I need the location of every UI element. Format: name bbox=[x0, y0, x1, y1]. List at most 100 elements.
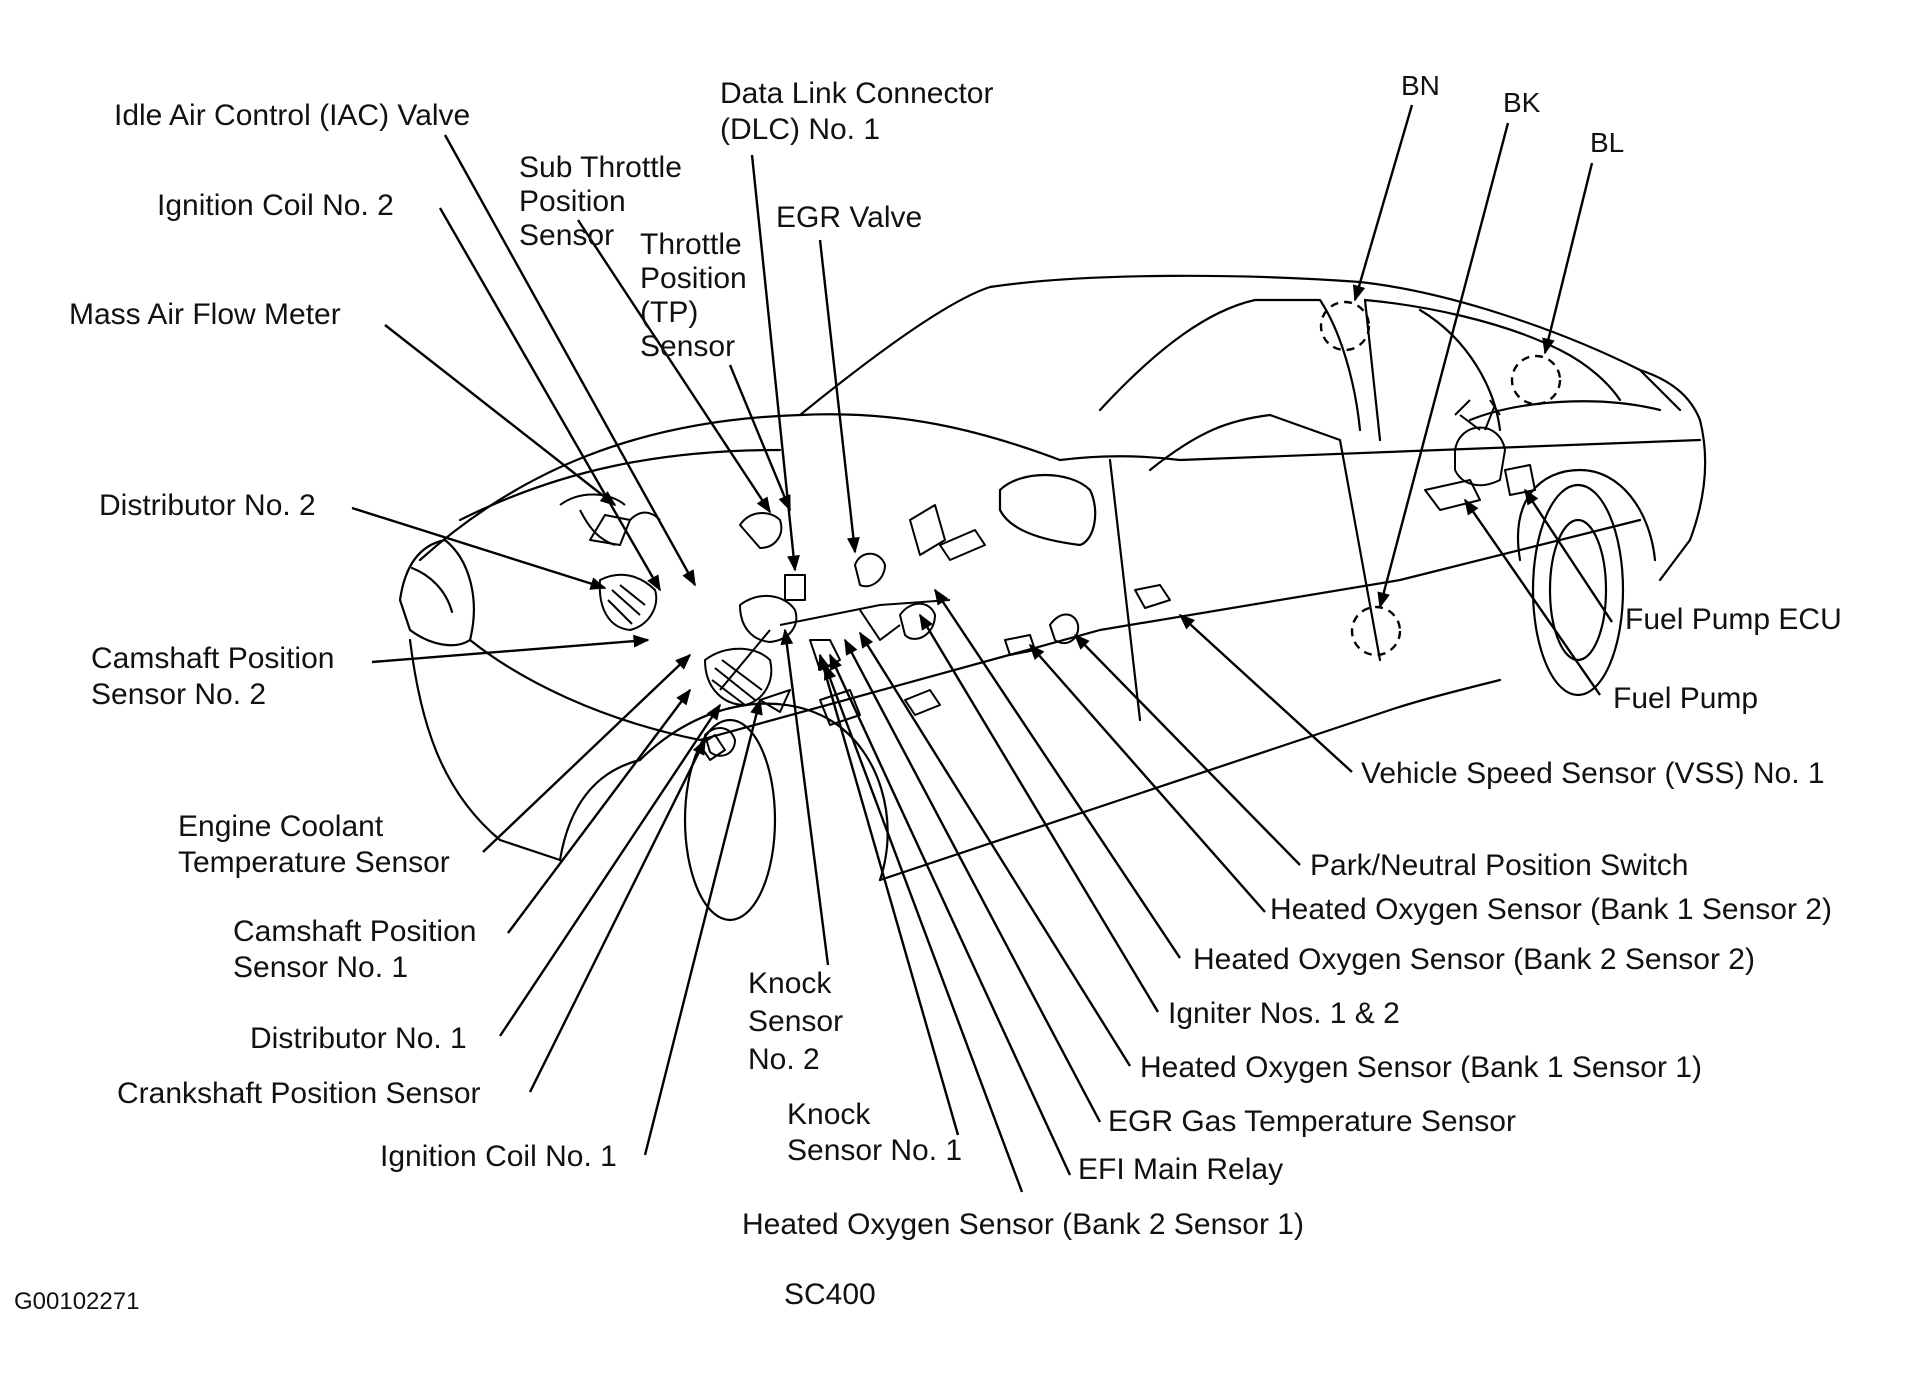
leader-line-iac bbox=[443, 134, 697, 587]
connector-label-bl: BL bbox=[1590, 127, 1625, 158]
leader-line-knock2 bbox=[780, 628, 830, 966]
leader-line-bk bbox=[1377, 122, 1510, 609]
leader-lines bbox=[351, 104, 1614, 1193]
label-line: Distributor No. 1 bbox=[250, 1022, 467, 1055]
label-distributor-2: Distributor No. 2 bbox=[99, 488, 316, 524]
label-line: EGR Gas Temperature Sensor bbox=[1108, 1105, 1516, 1138]
label-throttle-position-sensor: Throttle Position (TP) Sensor bbox=[640, 228, 747, 364]
connector-label-bk: BK bbox=[1503, 87, 1541, 118]
leader-line-egr bbox=[818, 239, 860, 554]
leader-line-maf bbox=[384, 324, 617, 506]
label-camshaft-sensor-2: Camshaft Position Sensor No. 2 bbox=[91, 641, 334, 713]
label-line: Sensor No. 1 bbox=[233, 951, 409, 984]
label-line: Throttle bbox=[640, 228, 742, 261]
leader-line-cam2 bbox=[371, 634, 650, 664]
leader-line-dist1 bbox=[499, 703, 721, 1037]
label-line: (DLC) No. 1 bbox=[720, 113, 881, 146]
label-line: No. 2 bbox=[748, 1043, 820, 1076]
label-line: Data Link Connector bbox=[720, 77, 994, 110]
leader-line-dist2 bbox=[351, 506, 607, 590]
label-engine-coolant-sensor: Engine Coolant Temperature Sensor bbox=[178, 809, 450, 881]
label-egr-gas-temp-sensor: EGR Gas Temperature Sensor bbox=[1108, 1104, 1516, 1140]
label-igniter: Igniter Nos. 1 & 2 bbox=[1168, 996, 1400, 1032]
leader-line-cam1 bbox=[507, 688, 691, 934]
leader-line-ho2s22 bbox=[934, 588, 1181, 959]
label-ho2s-bank1-sensor1: Heated Oxygen Sensor (Bank 1 Sensor 1) bbox=[1140, 1050, 1702, 1086]
label-line: Mass Air Flow Meter bbox=[69, 298, 341, 331]
leader-line-egrtemp bbox=[843, 638, 1102, 1123]
label-line: Camshaft Position bbox=[233, 915, 477, 948]
label-line: Heated Oxygen Sensor (Bank 1 Sensor 1) bbox=[1140, 1051, 1702, 1084]
label-knock-sensor-1: Knock Sensor No. 1 bbox=[787, 1097, 962, 1169]
leader-line-ect bbox=[482, 653, 692, 853]
label-camshaft-sensor-1: Camshaft Position Sensor No. 1 bbox=[233, 914, 476, 986]
label-line: Fuel Pump bbox=[1613, 682, 1759, 715]
label-line: Engine Coolant bbox=[178, 810, 384, 843]
label-iac-valve: Idle Air Control (IAC) Valve bbox=[114, 98, 470, 134]
leader-line-subtps bbox=[576, 219, 772, 514]
label-distributor-1: Distributor No. 1 bbox=[250, 1021, 467, 1057]
label-sub-throttle-sensor: Sub Throttle Position Sensor bbox=[519, 151, 682, 253]
figure-id: G00102271 bbox=[14, 1288, 140, 1315]
connector-markers bbox=[1319, 300, 1562, 657]
leader-line-ho2s21 bbox=[823, 663, 1024, 1193]
car-body bbox=[398, 274, 1707, 922]
label-ho2s-bank1-sensor2: Heated Oxygen Sensor (Bank 1 Sensor 2) bbox=[1270, 892, 1832, 928]
engine-components bbox=[559, 399, 1536, 761]
leader-line-bl bbox=[1542, 162, 1594, 355]
label-line: Knock bbox=[787, 1098, 871, 1131]
label-line: Vehicle Speed Sensor (VSS) No. 1 bbox=[1361, 757, 1825, 790]
label-line: Knock bbox=[748, 967, 832, 1000]
leader-line-bn bbox=[1352, 104, 1414, 302]
leader-line-tps bbox=[728, 364, 792, 512]
label-line: (TP) bbox=[640, 296, 699, 329]
label-data-link-connector: Data Link Connector (DLC) No. 1 bbox=[720, 76, 994, 148]
connector-bk-marker bbox=[1350, 605, 1402, 657]
label-line: EGR Valve bbox=[776, 201, 923, 234]
leader-line-pnp bbox=[1073, 633, 1301, 866]
label-line: Distributor No. 2 bbox=[99, 489, 316, 522]
label-line: Sub Throttle bbox=[519, 151, 682, 184]
label-ho2s-bank2-sensor2: Heated Oxygen Sensor (Bank 2 Sensor 2) bbox=[1193, 942, 1755, 978]
label-line: Temperature Sensor bbox=[178, 846, 450, 879]
label-vehicle-speed-sensor: Vehicle Speed Sensor (VSS) No. 1 bbox=[1361, 756, 1825, 792]
label-line: Position bbox=[519, 185, 626, 218]
leader-line-coil1 bbox=[643, 698, 763, 1156]
label-park-neutral-switch: Park/Neutral Position Switch bbox=[1310, 848, 1689, 884]
label-fuel-pump-ecu: Fuel Pump ECU bbox=[1625, 602, 1842, 638]
leader-line-ho2s12 bbox=[1028, 643, 1266, 913]
connector-bl-marker bbox=[1510, 354, 1562, 406]
label-line: Crankshaft Position Sensor bbox=[117, 1077, 481, 1110]
leader-line-fuelpump bbox=[1464, 498, 1601, 696]
leader-line-fpecu bbox=[1523, 488, 1614, 623]
leader-line-ho2s11 bbox=[858, 631, 1132, 1067]
label-line: Sensor No. 1 bbox=[787, 1134, 963, 1167]
label-line: Camshaft Position bbox=[91, 642, 335, 675]
label-line: Heated Oxygen Sensor (Bank 2 Sensor 2) bbox=[1193, 943, 1755, 976]
label-line: Heated Oxygen Sensor (Bank 1 Sensor 2) bbox=[1270, 893, 1832, 926]
label-ho2s-bank2-sensor1: Heated Oxygen Sensor (Bank 2 Sensor 1) bbox=[742, 1207, 1304, 1243]
label-crankshaft-sensor: Crankshaft Position Sensor bbox=[117, 1076, 481, 1112]
leader-line-crank bbox=[528, 738, 707, 1093]
label-line: Idle Air Control (IAC) Valve bbox=[114, 99, 471, 132]
connector-label-bn: BN bbox=[1401, 70, 1440, 101]
label-line: EFI Main Relay bbox=[1078, 1153, 1284, 1186]
label-mass-air-flow-meter: Mass Air Flow Meter bbox=[69, 297, 341, 333]
label-line: Position bbox=[640, 262, 747, 295]
label-line: Sensor bbox=[519, 219, 615, 252]
label-line: Ignition Coil No. 2 bbox=[157, 189, 394, 222]
label-line: Park/Neutral Position Switch bbox=[1310, 849, 1689, 882]
label-efi-main-relay: EFI Main Relay bbox=[1078, 1152, 1283, 1188]
label-fuel-pump: Fuel Pump bbox=[1613, 681, 1758, 717]
leader-line-igniter bbox=[918, 613, 1160, 1013]
label-ignition-coil-2: Ignition Coil No. 2 bbox=[157, 188, 394, 224]
connector-bn-marker bbox=[1319, 300, 1371, 352]
label-line: Sensor bbox=[748, 1005, 844, 1038]
label-line: Igniter Nos. 1 & 2 bbox=[1168, 997, 1400, 1030]
label-line: Sensor bbox=[640, 330, 736, 363]
label-knock-sensor-2: Knock Sensor No. 2 bbox=[748, 965, 843, 1079]
label-line: Ignition Coil No. 1 bbox=[380, 1140, 617, 1173]
label-line: Fuel Pump ECU bbox=[1625, 603, 1842, 636]
